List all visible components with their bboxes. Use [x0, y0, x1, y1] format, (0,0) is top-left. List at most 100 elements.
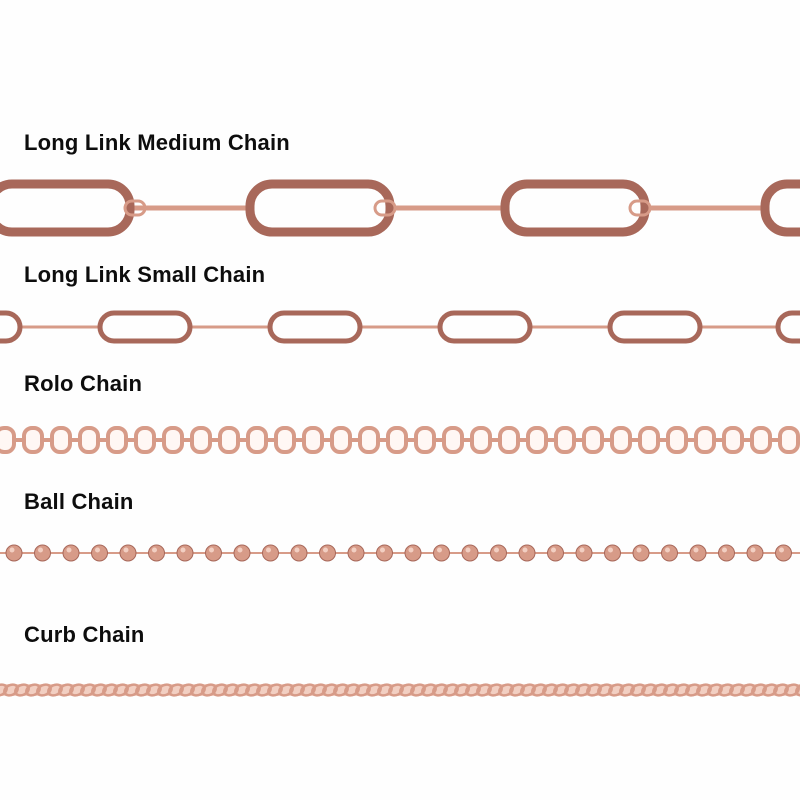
curb-chain-image — [0, 683, 800, 697]
ball-highlight — [266, 547, 271, 553]
ball — [547, 544, 564, 562]
label-long-link-small: Long Link Small Chain — [24, 262, 266, 287]
rolo-link — [610, 426, 632, 454]
ball-highlight — [152, 547, 157, 553]
rolo-link — [218, 426, 240, 454]
ball — [490, 544, 507, 562]
link — [607, 310, 703, 344]
ball — [233, 544, 251, 562]
rolo-link — [302, 426, 324, 454]
rolo-link — [106, 426, 128, 454]
large-link — [500, 179, 650, 237]
rolo-link — [442, 426, 464, 454]
rolo-link — [778, 426, 800, 454]
ball — [290, 544, 308, 562]
ball-highlight — [351, 547, 357, 553]
ball-highlight — [95, 547, 100, 553]
ball-highlight — [380, 547, 385, 553]
ball — [746, 544, 764, 562]
small-link — [123, 199, 147, 217]
ball-highlight — [693, 547, 699, 553]
ball-highlight — [465, 547, 471, 553]
large-link — [760, 179, 800, 237]
ball — [34, 544, 51, 562]
rolo-link — [386, 426, 408, 454]
ball — [376, 544, 393, 562]
ball-highlight — [294, 547, 300, 553]
ball-highlight — [9, 547, 15, 553]
rolo-link — [358, 426, 380, 454]
long-link-small-chain-image — [0, 310, 800, 344]
rolo-link — [134, 426, 156, 454]
small-link — [373, 199, 397, 217]
ball-highlight — [180, 547, 186, 553]
rolo-link — [694, 426, 716, 454]
rolo-link — [498, 426, 520, 454]
ball-highlight — [750, 547, 756, 553]
link — [97, 310, 193, 344]
label-long-link-medium: Long Link Medium Chain — [24, 130, 290, 155]
link — [267, 310, 363, 344]
ball-highlight — [38, 547, 43, 553]
ball — [148, 544, 165, 562]
ball-highlight — [66, 547, 72, 553]
ball-highlight — [408, 547, 414, 553]
ball — [347, 544, 365, 562]
ball-highlight — [636, 547, 642, 553]
ball — [461, 544, 479, 562]
large-link — [0, 179, 135, 237]
ball — [119, 544, 137, 562]
label-curb: Curb Chain — [24, 622, 145, 647]
rolo-link — [274, 426, 296, 454]
rolo-chain-image — [0, 426, 800, 454]
rolo-link — [246, 426, 268, 454]
rolo-link — [750, 426, 772, 454]
rolo-link — [526, 426, 548, 454]
label-ball: Ball Chain — [24, 489, 134, 514]
rolo-link — [638, 426, 660, 454]
ball-chain-image — [0, 544, 800, 562]
ball — [775, 544, 792, 562]
ball — [404, 544, 422, 562]
ball-highlight — [494, 547, 499, 553]
ball-highlight — [323, 547, 328, 553]
rolo-link — [330, 426, 352, 454]
rolo-link — [722, 426, 744, 454]
rolo-link — [666, 426, 688, 454]
ball-highlight — [722, 547, 727, 553]
ball — [575, 544, 593, 562]
link — [0, 310, 23, 344]
ball-highlight — [579, 547, 585, 553]
large-link — [245, 179, 395, 237]
ball-highlight — [237, 547, 243, 553]
rolo-link — [414, 426, 436, 454]
ball — [62, 544, 80, 562]
ball — [176, 544, 194, 562]
ball — [91, 544, 108, 562]
ball — [632, 544, 650, 562]
ball — [718, 544, 735, 562]
ball — [433, 544, 450, 562]
rolo-link — [22, 426, 44, 454]
ball — [262, 544, 279, 562]
rolo-link — [0, 426, 16, 454]
ball — [205, 544, 222, 562]
ball-highlight — [437, 547, 442, 553]
ball-highlight — [209, 547, 214, 553]
label-rolo: Rolo Chain — [24, 371, 143, 396]
rolo-link — [50, 426, 72, 454]
rolo-link — [190, 426, 212, 454]
ball — [319, 544, 336, 562]
link — [775, 310, 800, 344]
rolo-link — [78, 426, 100, 454]
ball-highlight — [779, 547, 784, 553]
ball-highlight — [522, 547, 528, 553]
small-link — [628, 199, 652, 217]
link — [437, 310, 533, 344]
long-link-medium-chain-image — [0, 179, 800, 237]
rolo-link — [554, 426, 576, 454]
ball — [661, 544, 678, 562]
ball — [518, 544, 536, 562]
ball-highlight — [665, 547, 670, 553]
